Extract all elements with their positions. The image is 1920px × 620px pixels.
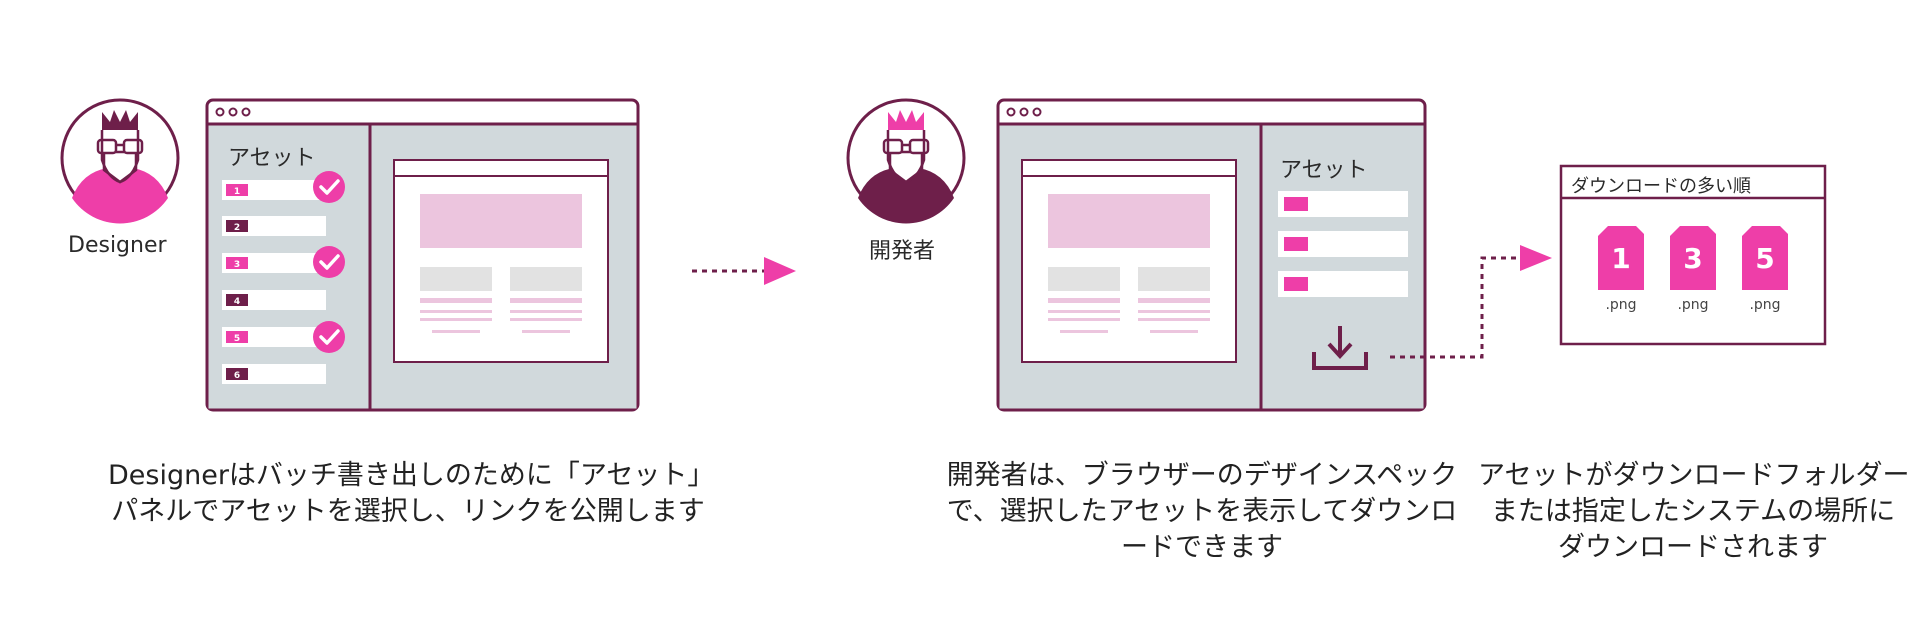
page-preview <box>1021 159 1237 363</box>
asset-row[interactable] <box>222 253 326 273</box>
file-extension: .png <box>1677 297 1708 313</box>
asset-row[interactable] <box>222 364 326 384</box>
caption-line: ダウンロードされます <box>1558 532 1828 563</box>
asset-row[interactable] <box>1278 231 1408 257</box>
caption-line: または指定したシステムの場所に <box>1490 496 1896 527</box>
developer-window <box>996 98 1427 412</box>
download-folder: 1 3 5 .png .png .png <box>1559 164 1827 346</box>
asset-number: 4 <box>234 297 240 307</box>
caption-line: アセットがダウンロードフォルダー <box>1478 460 1910 491</box>
designer-role-label: Designer <box>68 233 167 258</box>
download-icon[interactable] <box>1312 326 1368 370</box>
check-icon <box>313 171 345 203</box>
asset-row[interactable] <box>222 180 326 200</box>
caption-line: パネルでアセットを選択し、リンクを公開します <box>111 496 705 527</box>
file-number: 3 <box>1683 242 1702 275</box>
asset-panel-title: アセット <box>228 146 316 171</box>
asset-row[interactable] <box>222 290 326 310</box>
window-control-dot <box>1032 107 1042 117</box>
asset-panel-title: アセット <box>1280 158 1368 183</box>
window-control-dot <box>1006 107 1016 117</box>
asset-row[interactable] <box>222 216 326 236</box>
file-icon[interactable] <box>1670 226 1716 290</box>
file-icon[interactable] <box>1742 226 1788 290</box>
caption-line: 開発者は、ブラウザーのデザインスペック <box>946 460 1458 491</box>
asset-number: 3 <box>234 260 240 270</box>
asset-number: 2 <box>234 223 240 233</box>
window-control-dot <box>215 107 225 117</box>
designer-window: 1 2 3 4 5 6 <box>205 98 640 412</box>
arrow-icon <box>1390 245 1552 359</box>
download-folder-title: ダウンロードの多い順 <box>1571 176 1751 197</box>
asset-list: 1 2 3 4 5 6 <box>222 180 326 384</box>
asset-number: 5 <box>234 334 240 344</box>
page-preview <box>393 159 609 363</box>
file-extension: .png <box>1749 297 1780 313</box>
check-icon <box>313 321 345 353</box>
caption-line: ードできます <box>1121 532 1283 563</box>
file-extension: .png <box>1605 297 1636 313</box>
file-number: 5 <box>1755 242 1774 275</box>
asset-row[interactable] <box>1278 271 1408 297</box>
download-caption: アセットがダウンロードフォルダー または指定したシステムの場所に ダウンロードさ… <box>1478 458 1910 566</box>
caption-line: Designerはバッチ書き出しのために「アセット」 <box>108 460 715 491</box>
developer-avatar-icon <box>846 98 966 224</box>
window-control-dot <box>1019 107 1029 117</box>
file-number: 1 <box>1611 242 1630 275</box>
developer-caption: 開発者は、ブラウザーのデザインスペック で、選択したアセットを表示してダウンロ … <box>942 458 1462 566</box>
asset-row[interactable] <box>1278 191 1408 217</box>
designer-caption: Designerはバッチ書き出しのために「アセット」 パネルでアセットを選択し、… <box>108 458 715 530</box>
asset-row[interactable] <box>222 327 326 347</box>
check-icon <box>313 246 345 278</box>
arrow-icon <box>692 257 796 285</box>
developer-role-label: 開発者 <box>869 239 936 264</box>
asset-number: 1 <box>234 187 240 197</box>
asset-number: 6 <box>234 371 240 381</box>
asset-list <box>1278 191 1408 297</box>
window-control-dot <box>228 107 238 117</box>
window-control-dot <box>241 107 251 117</box>
designer-avatar-icon <box>60 98 180 224</box>
file-icon[interactable] <box>1598 226 1644 290</box>
caption-line: で、選択したアセットを表示してダウンロ <box>946 496 1458 527</box>
